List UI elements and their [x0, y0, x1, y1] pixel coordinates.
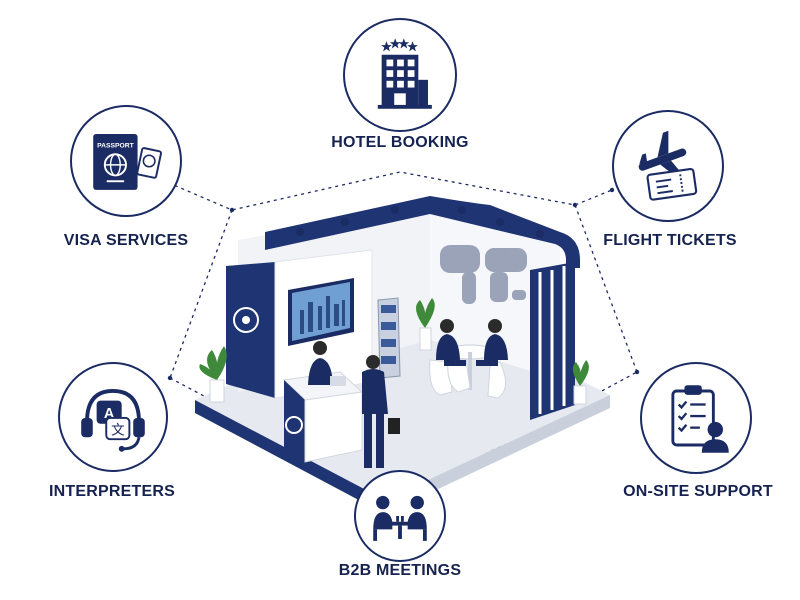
chinese-glyph: 文 — [111, 422, 125, 438]
meeting-table-icon — [373, 495, 427, 541]
support-circle — [640, 362, 752, 474]
meetings-circle — [354, 470, 446, 562]
flight-circle — [612, 110, 724, 222]
latin-glyph: A — [104, 406, 115, 422]
clipboard-checklist-icon — [671, 385, 729, 453]
hotel-building-icon — [377, 38, 432, 109]
visa-circle: PASSPORT — [70, 105, 182, 217]
hotel-circle — [343, 18, 457, 132]
airplane-ticket-icon — [638, 130, 698, 201]
service-label: B2B MEETINGS — [338, 562, 462, 579]
service-label: FLIGHT TICKETS — [603, 232, 737, 249]
service-label: ON-SITE SUPPORT — [623, 483, 773, 500]
service-label: HOTEL BOOKING — [331, 134, 469, 151]
passport-text: PASSPORT — [97, 143, 135, 150]
service-label: VISA SERVICES — [63, 232, 189, 249]
headset-translation-icon: A 文 — [81, 389, 145, 452]
service-label: INTERPRETERS — [49, 483, 175, 500]
passport-icon: PASSPORT — [93, 134, 162, 190]
interpreters-circle: A 文 — [58, 362, 168, 472]
